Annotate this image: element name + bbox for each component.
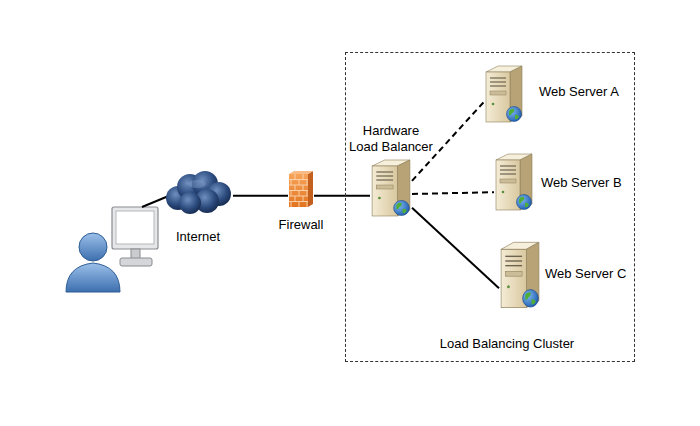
cloud-graphic (163, 168, 233, 216)
node-label: Hardware Load Balancer (348, 123, 435, 155)
web-server: Web Server C (499, 240, 541, 310)
network-link (412, 208, 499, 288)
node-label: Web Server C (545, 266, 626, 282)
user-figure (66, 233, 120, 292)
server-graphic (484, 64, 524, 124)
firewall-graphic (288, 170, 314, 208)
server-graphic (370, 158, 412, 218)
network-link (412, 192, 494, 194)
firewall-icon: Firewall (288, 170, 314, 208)
server-graphic (499, 240, 541, 310)
web-server: Web Server B (494, 152, 534, 212)
server-graphic (494, 152, 534, 212)
internet-cloud: Internet (163, 168, 233, 216)
node-label: Load Balancing Cluster (440, 336, 574, 352)
node-label: Internet (176, 229, 220, 245)
node-label: Web Server A (539, 84, 619, 100)
computer-monitor (112, 207, 158, 266)
web-server: Web Server A (484, 64, 524, 124)
node-label: Firewall (279, 217, 324, 233)
cluster-boundary: Hardware Load Balancer Web Server A Web Se… (345, 52, 635, 362)
network-link (314, 195, 370, 197)
network-link (233, 195, 288, 197)
load-balancer: Hardware Load Balancer (370, 158, 412, 218)
node-label: Web Server B (541, 175, 622, 191)
